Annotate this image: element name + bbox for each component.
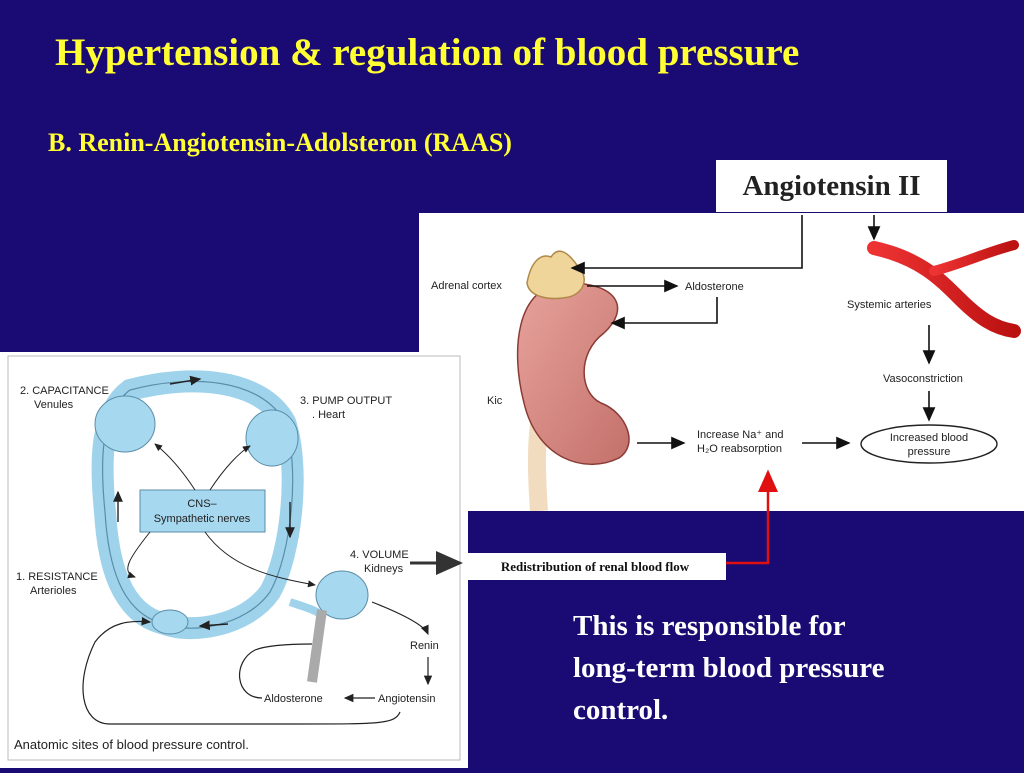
resistance-label: 1. RESISTANCE: [16, 571, 98, 583]
heart-label: . Heart: [312, 409, 345, 421]
increased-bp-line1: Increased blood: [890, 432, 968, 444]
increased-bp-line2: pressure: [908, 446, 951, 458]
raas-diagram-panel: Adrenal cortex Aldosterone Systemic arte…: [419, 213, 1024, 512]
venules-blob: [94, 395, 156, 453]
body-line-1: This is responsible for: [573, 610, 846, 642]
cns-line2: Sympathetic nerves: [154, 513, 251, 525]
adrenal-cortex-label: Adrenal cortex: [431, 280, 502, 292]
anatomic-sites-diagram: CNS– Sympathetic nerves 2. CAPACITANCE V…: [7, 355, 461, 761]
slide-subtitle: B. Renin-Angiotensin-Adolsteron (RAAS): [48, 128, 512, 157]
arterioles-blob: [151, 609, 189, 635]
left-diagram-caption: Anatomic sites of blood pressure control…: [14, 737, 249, 752]
kidney-partial-label: Kic: [487, 395, 503, 407]
slide-title: Hypertension & regulation of blood press…: [55, 31, 800, 74]
body-line-3: control.: [573, 694, 669, 726]
pump-output-label: 3. PUMP OUTPUT: [300, 395, 392, 407]
aldosterone-left-label: Aldosterone: [264, 693, 323, 705]
heart-blob: [245, 409, 299, 467]
adrenal-gland-illustration: [526, 250, 585, 300]
kidney-blob: [315, 570, 369, 620]
redistribution-box: Redistribution of renal blood flow: [464, 553, 726, 580]
increased-bp-ellipse: [860, 424, 998, 464]
vasoconstriction-label: Vasoconstriction: [883, 373, 963, 385]
raas-diagram: Adrenal cortex Aldosterone Systemic arte…: [431, 215, 1021, 512]
arterioles-label: Arterioles: [30, 585, 77, 597]
kidney-illustration: [516, 282, 630, 466]
anatomic-sites-panel: CNS– Sympathetic nerves 2. CAPACITANCE V…: [0, 352, 468, 768]
increase-reabsorption-line2: H₂O reabsorption: [697, 443, 782, 455]
angiotensin-label: Angiotensin: [378, 693, 436, 705]
capacitance-label: 2. CAPACITANCE: [20, 385, 109, 397]
venules-label: Venules: [34, 399, 74, 411]
volume-label: 4. VOLUME: [350, 549, 409, 561]
cns-line1: CNS–: [187, 498, 217, 510]
body-line-2: long-term blood pressure: [573, 652, 885, 684]
kidneys-label: Kidneys: [364, 563, 404, 575]
body-text: This is responsible for long-term blood …: [573, 605, 993, 731]
systemic-artery-illustration: [867, 241, 1021, 338]
cns-box: [139, 489, 266, 533]
increase-reabsorption-line1: Increase Na⁺ and: [697, 429, 784, 441]
renin-label: Renin: [410, 640, 439, 652]
angiotensin-ii-box: Angiotensin II: [716, 160, 947, 212]
systemic-arteries-label: Systemic arteries: [847, 299, 932, 311]
aldosterone-label: Aldosterone: [685, 281, 744, 293]
